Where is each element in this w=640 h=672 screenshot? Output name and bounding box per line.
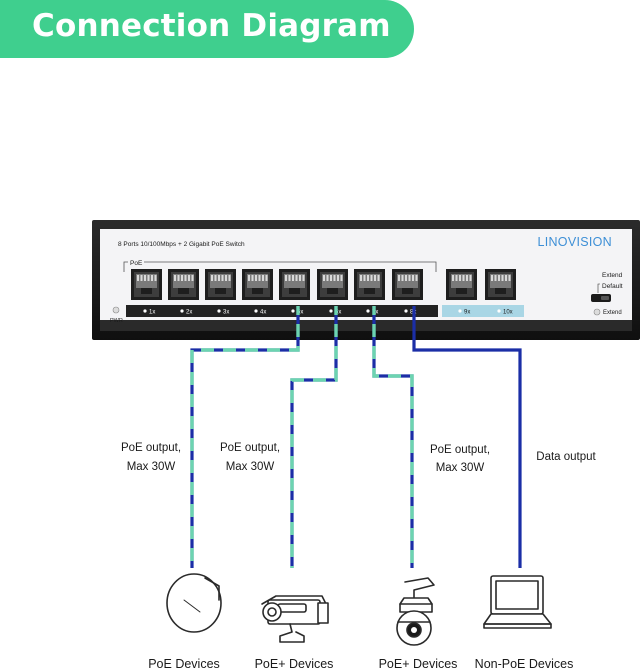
poe-port	[354, 269, 385, 300]
poe-group-bracket	[123, 261, 437, 272]
poe-port	[131, 269, 162, 300]
pwr-led-icon	[112, 306, 120, 314]
ethernet-cable-stripe	[290, 306, 338, 568]
page-title: Connection Diagram	[32, 8, 391, 44]
wireless-access-point-icon	[166, 573, 222, 633]
ethernet-cable	[372, 306, 414, 568]
port-led-icon	[366, 309, 370, 313]
ethernet-cable	[412, 306, 522, 568]
uplink-port	[446, 269, 477, 300]
bullet-camera-icon	[261, 595, 329, 643]
output-label-line1: PoE output,	[220, 442, 280, 454]
ethernet-cable-stripe	[372, 306, 414, 568]
poe-port	[242, 269, 273, 300]
port-led-icon	[291, 309, 295, 313]
mode-extend-label: Extend	[602, 272, 623, 279]
cables	[190, 306, 522, 568]
poe-switch: 8 Ports 10/100Mbps + 2 Gigabit PoE Switc…	[92, 220, 640, 340]
ethernet-cable-stripe	[190, 306, 300, 568]
output-label-line2: Max 30W	[127, 461, 176, 473]
port-led-icon	[180, 309, 184, 313]
port-label: 4x	[260, 310, 266, 316]
poe-port	[205, 269, 236, 300]
poe-port	[317, 269, 348, 300]
port-led-icon	[254, 309, 258, 313]
device-label: PoE Devices	[148, 657, 220, 671]
poe-port	[168, 269, 199, 300]
ptz-dome-camera-icon	[396, 577, 435, 646]
device-label: PoE+ Devices	[255, 657, 334, 671]
data-output-label: Data output	[536, 451, 596, 463]
device-label: PoE+ Devices	[379, 657, 458, 671]
laptop-icon	[483, 575, 552, 629]
switch-model-text: 8 Ports 10/100Mbps + 2 Gigabit PoE Switc…	[118, 241, 245, 248]
port-label: 3x	[223, 310, 229, 316]
poe-port	[279, 269, 310, 300]
port-label: 6x	[335, 310, 341, 316]
uplink-label-strip	[442, 305, 524, 317]
port-label-strip	[126, 305, 438, 317]
pwr-label: PWR	[110, 318, 123, 324]
port-label: 2x	[186, 310, 192, 316]
mode-default-label: Default	[602, 283, 623, 290]
output-label-line2: Max 30W	[436, 462, 485, 474]
output-labels: PoE output, Max 30W PoE output, Max 30W …	[121, 442, 597, 474]
extend-led-label: Extend	[603, 310, 622, 316]
output-label-line1: PoE output,	[121, 442, 181, 454]
port-led-icon	[143, 309, 147, 313]
output-label-line1: PoE output,	[430, 444, 490, 456]
switch-bottom-trim	[100, 320, 632, 331]
port-led-icon	[404, 309, 408, 313]
brand-logo: LINOVISION	[537, 235, 612, 249]
port-led-icon	[458, 309, 462, 313]
port-led-icon	[497, 309, 501, 313]
title-banner: Connection Diagram	[0, 0, 414, 58]
ethernet-cable	[190, 306, 300, 568]
uplink-port	[485, 269, 516, 300]
port-led-icon	[329, 309, 333, 313]
output-label-line2: Max 30W	[226, 461, 275, 473]
poe-port	[392, 269, 423, 300]
uplink-label: 9x	[464, 310, 470, 316]
port-led-icon	[217, 309, 221, 313]
port-label: 5x	[297, 310, 303, 316]
port-label: 1x	[149, 310, 155, 316]
extend-led-icon	[593, 308, 601, 316]
poe-group-label: PoE	[130, 260, 143, 267]
uplink-label: 10x	[503, 310, 513, 316]
device-label: Non-PoE Devices	[475, 657, 574, 671]
